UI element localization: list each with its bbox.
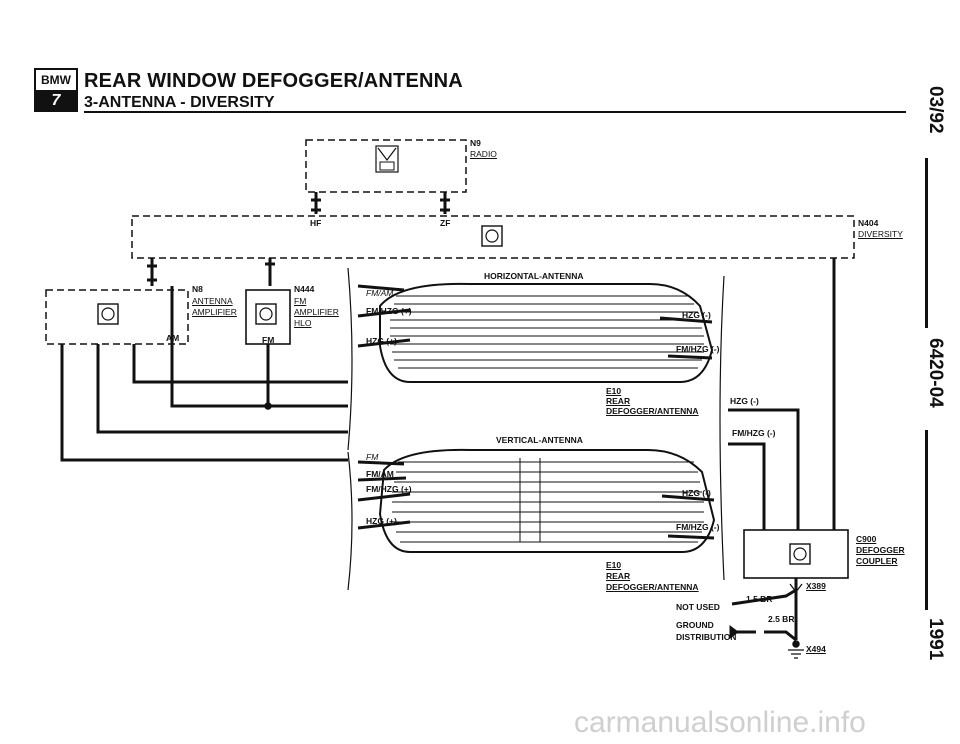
- defogger-coupler-box: [743, 529, 849, 579]
- not-used-label: NOT USED: [676, 602, 720, 612]
- horizontal-window: [379, 282, 714, 383]
- radio-icon: [375, 145, 399, 173]
- vertical-antenna-title: VERTICAL-ANTENNA: [496, 435, 583, 445]
- h-e10-line1: REAR: [606, 396, 631, 406]
- antenna-amp-id: N8: [192, 284, 203, 294]
- vertical-window: [378, 448, 716, 553]
- antenna-amp-pin: AM: [166, 333, 180, 343]
- antenna-amplifier-box: [45, 289, 189, 345]
- v-e10-line1: REAR: [606, 571, 631, 581]
- diversity-icon: [481, 225, 503, 247]
- diversity-box: [131, 215, 855, 259]
- header-divider: [84, 111, 906, 113]
- side-divider-2: [925, 430, 928, 610]
- fm-amp-line2: AMPLIFIER: [294, 307, 339, 317]
- coupler-line1: DEFOGGER: [856, 545, 905, 555]
- antenna-amp-line1: ANTENNA: [192, 296, 233, 306]
- c-fm-hzg-minus: FM/HZG (-): [732, 428, 776, 438]
- antenna-amp-line2: AMPLIFIER: [192, 307, 237, 317]
- logo-top: BMW: [36, 70, 76, 92]
- h-hzg-plus: HZG (+): [366, 336, 397, 346]
- h-e10-id: E10: [606, 386, 622, 396]
- pin-hf: HF: [310, 218, 322, 228]
- c-hzg-minus: HZG (-): [730, 396, 759, 406]
- fm-amp-id: N444: [294, 284, 315, 294]
- v-hzg-minus: HZG (-): [682, 488, 711, 498]
- v-hzg-plus: HZG (+): [366, 516, 397, 526]
- coupler-id: C900: [856, 534, 877, 544]
- fm-amp-line1: FM: [294, 296, 307, 306]
- side-divider-1: [925, 158, 928, 328]
- coupler-line2: COUPLER: [856, 556, 898, 566]
- diversity-name: DIVERSITY: [858, 229, 903, 239]
- h-hzg-minus: HZG (-): [682, 310, 711, 320]
- h-fm-am: FM/AM: [366, 288, 394, 298]
- connector-x494: X494: [806, 644, 826, 654]
- v-fm-hzg-minus: FM/HZG (-): [676, 522, 720, 532]
- hf-connector: [311, 192, 321, 214]
- wire-2-5-br: 2.5 BR: [768, 614, 795, 624]
- v-e10-id: E10: [606, 560, 622, 570]
- h-fm-hzg-minus: FM/HZG (-): [676, 344, 720, 354]
- v-fm-am: FM/AM: [366, 469, 394, 479]
- logo-bottom: 7: [36, 92, 76, 110]
- radio-box: [305, 139, 467, 193]
- h-fm-hzg-plus: FM/HZG (+): [366, 306, 412, 316]
- page-title: REAR WINDOW DEFOGGER/ANTENNA: [84, 70, 463, 92]
- watermark: carmanualsonline.info: [574, 706, 866, 739]
- v-fm-hzg-plus: FM/HZG (+): [366, 484, 412, 494]
- diversity-id: N404: [858, 218, 879, 228]
- wire-1-5-br: 1.5 BR: [746, 594, 773, 604]
- h-e10-line2: DEFOGGER/ANTENNA: [606, 406, 699, 416]
- v-fm: FM: [366, 452, 379, 462]
- page-subtitle: 3-ANTENNA - DIVERSITY: [84, 94, 275, 111]
- pin-zf: ZF: [440, 218, 451, 228]
- radio-name: RADIO: [470, 149, 497, 159]
- fm-amp-line3: HLO: [294, 318, 312, 328]
- v-e10-line2: DEFOGGER/ANTENNA: [606, 582, 699, 592]
- connector-x389: X389: [806, 581, 826, 591]
- ground-label-2: DISTRIBUTION: [676, 632, 737, 642]
- radio-id: N9: [470, 138, 481, 148]
- ground-label-1: GROUND: [676, 620, 714, 630]
- zf-connector: [440, 192, 450, 214]
- bmw-7-logo: BMW 7: [34, 68, 78, 112]
- fm-amp-pin: FM: [262, 335, 275, 345]
- horizontal-antenna-title: HORIZONTAL-ANTENNA: [484, 271, 584, 281]
